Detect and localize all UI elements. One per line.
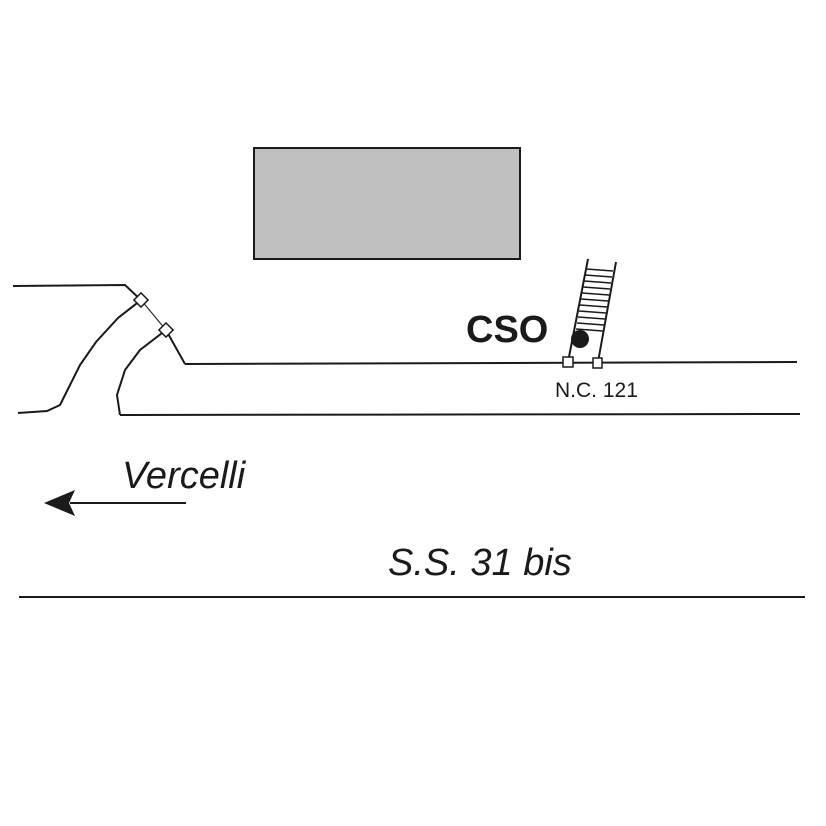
side-road-upper-edge	[184, 361, 798, 365]
gate-post-right	[157, 321, 175, 339]
filled-circle-icon	[571, 330, 589, 348]
gate-post-left	[132, 291, 150, 309]
driveway-outer-edge	[12, 283, 143, 414]
stairway	[567, 258, 617, 363]
stair-post-right	[592, 357, 603, 369]
gate-line	[140, 299, 167, 331]
stair-post-left	[562, 356, 574, 368]
arrow-left-icon	[44, 490, 186, 516]
road-label: S.S. 31 bis	[388, 542, 572, 584]
side-road-lower-edge	[119, 413, 801, 416]
cso-label: CSO	[466, 309, 548, 351]
driveway-inner-edge	[115, 328, 186, 416]
building	[253, 147, 521, 260]
direction-label: Vercelli	[122, 455, 247, 497]
house-number-label: N.C. 121	[555, 379, 638, 402]
